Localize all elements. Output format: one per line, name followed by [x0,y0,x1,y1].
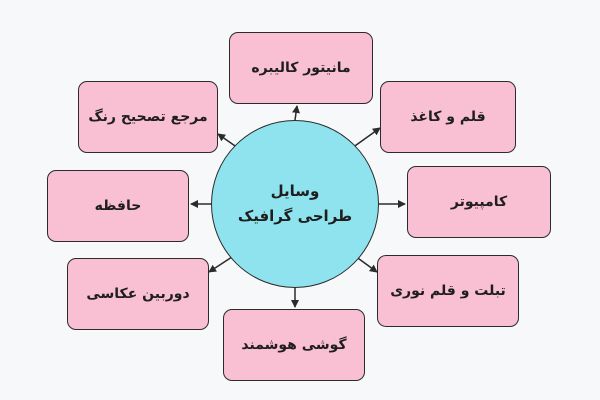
node-memory: حافظه [47,170,189,242]
arrow-to-calibrated-monitor [292,105,300,121]
node-computer: کامپیوتر [407,166,551,238]
node-calibrated-monitor: مانیتور کالیبره [229,32,373,104]
node-tablet-and-stylus: تبلت و قلم نوری [377,255,519,327]
node-smartphone: گوشی هوشمند [223,309,365,381]
node-color-correction-reference: مرجع تصحیح رنگ [78,81,218,153]
node-pen-and-paper: قلم و کاغذ [380,81,516,153]
center-title-line1: وسایل [270,181,320,200]
center-title-line2: طراحی گرافیک [237,207,353,225]
node-camera: دوربین عکاسی [67,258,209,330]
arrow-to-pen-paper [351,127,381,149]
center-node: وسایل طراحی گرافیک [211,120,379,288]
